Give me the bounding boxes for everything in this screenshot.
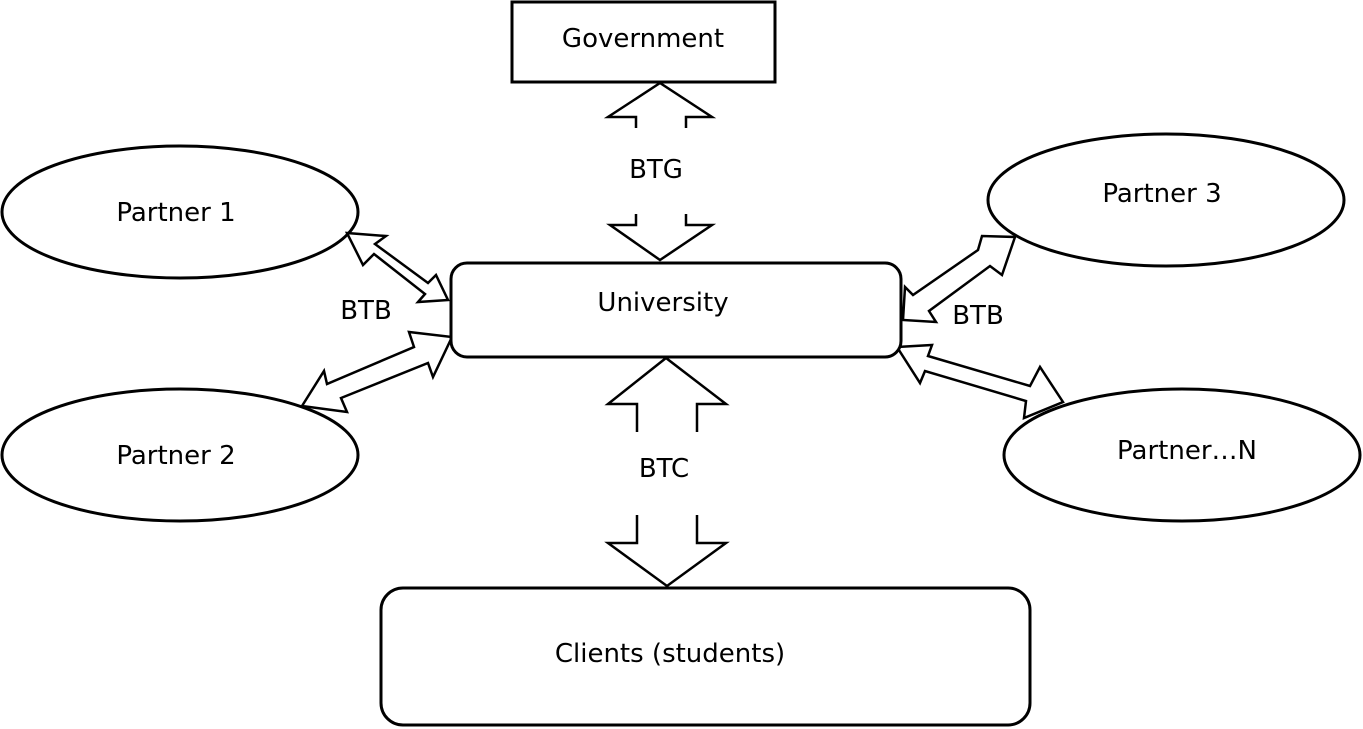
btb-right-arrows: BTB bbox=[894, 234, 1065, 420]
partner-1-label: Partner 1 bbox=[116, 198, 235, 228]
partner-n-label: Partner…N bbox=[1117, 436, 1257, 466]
clients-node: Clients (students) bbox=[379, 586, 1032, 727]
university-label: University bbox=[597, 288, 728, 318]
government-node: Government bbox=[510, 0, 777, 84]
btg-label: BTG bbox=[629, 155, 683, 185]
btg-arrow: BTG bbox=[603, 81, 717, 262]
partner-1-node: Partner 1 bbox=[0, 144, 360, 280]
partner-n-node: Partner…N bbox=[1002, 387, 1362, 523]
partner-3-node: Partner 3 bbox=[986, 132, 1346, 268]
partner-2-label: Partner 2 bbox=[116, 441, 235, 471]
partner-2-node: Partner 2 bbox=[0, 387, 360, 523]
partner-3-label: Partner 3 bbox=[1102, 179, 1221, 209]
btb-right-label: BTB bbox=[952, 301, 1004, 331]
btb-left-label: BTB bbox=[340, 296, 392, 326]
btb-left-arrows: BTB bbox=[299, 231, 454, 414]
clients-label: Clients (students) bbox=[555, 639, 785, 669]
government-label: Government bbox=[562, 24, 724, 54]
btc-label: BTC bbox=[639, 454, 689, 484]
university-node: University bbox=[449, 261, 903, 359]
btc-arrow: BTC bbox=[604, 356, 730, 588]
